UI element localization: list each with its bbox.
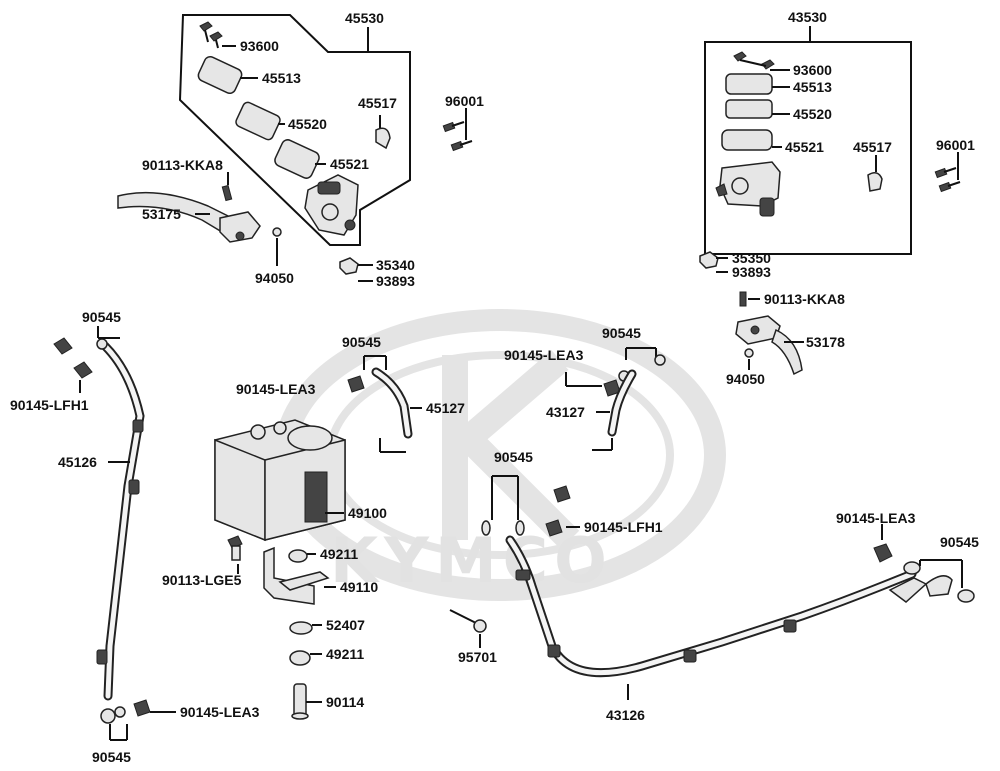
- label-45126: 45126: [58, 454, 97, 470]
- label-90545-left-top: 90545: [82, 309, 121, 325]
- pin-90114: [291, 683, 309, 720]
- label-95701: 95701: [458, 649, 497, 665]
- label-45521-left: 45521: [330, 156, 369, 172]
- label-90145-lea3-left-bottom: 90145-LEA3: [180, 704, 260, 720]
- label-45521-right: 45521: [785, 139, 824, 155]
- label-53178: 53178: [806, 334, 845, 350]
- master-cylinder-body-left: [304, 174, 359, 236]
- screw-93600-right: [733, 51, 775, 70]
- label-45517-left: 45517: [358, 95, 397, 111]
- banjo-bolts-90145-lfh1-middle: [545, 485, 571, 537]
- label-90545-center-right: 90545: [602, 325, 641, 341]
- label-90545-center: 90545: [342, 334, 381, 350]
- nut-94050-left: [272, 227, 282, 237]
- label-45520-right: 45520: [793, 106, 832, 122]
- grommet-49211-a: [288, 549, 308, 563]
- screw-93600-left: [199, 21, 223, 49]
- hose-45126: [96, 341, 145, 701]
- label-49211-a: 49211: [320, 546, 358, 562]
- nut-94050-right: [744, 348, 754, 358]
- label-35350: 35350: [732, 250, 771, 266]
- washers-90545-m: [481, 520, 525, 536]
- master-cylinder-body-right: [715, 161, 781, 217]
- label-94050-right: 94050: [726, 371, 765, 387]
- watermark-text: KYMCO: [330, 524, 613, 597]
- label-35340: 35340: [376, 257, 415, 273]
- label-90114: 90114: [326, 694, 364, 710]
- label-90113-kka8-right: 90113-KKA8: [764, 291, 845, 307]
- label-93600-right: 93600: [793, 62, 832, 78]
- hose-43126: [505, 535, 953, 678]
- right-master-cylinder-group: 43530 93600 45513 45520 45521 45517: [704, 9, 912, 255]
- label-45520-left: 45520: [288, 116, 327, 132]
- left-master-cylinder-group: 45530 93600 45513 45520 45521 45517: [178, 10, 411, 246]
- cap-45513-right: [725, 73, 773, 95]
- switch-35350: [699, 251, 719, 269]
- label-43127: 43127: [546, 404, 585, 420]
- plate-45520-right: [725, 99, 773, 119]
- label-45517-right: 45517: [853, 139, 892, 155]
- bracket-49110: [263, 546, 330, 605]
- label-94050-left: 94050: [255, 270, 294, 286]
- lever-53175: [117, 184, 261, 243]
- lever-53178: [735, 315, 803, 376]
- label-90545-left-bottom: 90545: [92, 749, 131, 765]
- banjo-bolt-90145-lea3-right: [873, 543, 893, 563]
- diaphragm-45521-right: [721, 129, 773, 151]
- label-90145-lfh1-left: 90145-LFH1: [10, 397, 89, 413]
- label-90113-kka8-left: 90113-KKA8: [142, 157, 223, 173]
- label-53175: 53175: [142, 206, 181, 222]
- clamp-45517-left: [375, 127, 391, 150]
- label-93893-left: 93893: [376, 273, 415, 289]
- label-49211-b: 49211: [326, 646, 364, 662]
- label-43530: 43530: [788, 9, 827, 25]
- banjo-bolt-90145-lfh1-left: [53, 337, 93, 379]
- right-kit-outline: [704, 41, 912, 255]
- left-kit-outline: [178, 14, 411, 246]
- hose-43127: [607, 369, 637, 437]
- washers-90545-right: [903, 561, 975, 603]
- label-43126: 43126: [606, 707, 645, 723]
- label-93893-right: 93893: [732, 264, 771, 280]
- bolt-96001-right: [934, 167, 961, 193]
- grommet-49211-b: [289, 650, 311, 666]
- label-90145-lfh1-middle: 90145-LFH1: [584, 519, 663, 535]
- label-90545-middle: 90545: [494, 449, 533, 465]
- bolt-90113-lge5: [227, 535, 243, 561]
- label-45513-left: 45513: [262, 70, 301, 86]
- label-90145-lea3-center-right: 90145-LEA3: [504, 347, 584, 363]
- diaphragm-45521-left: [274, 139, 320, 179]
- label-49100: 49100: [348, 505, 387, 521]
- label-96001-right: 96001: [936, 137, 975, 153]
- abs-unit-49100: [214, 419, 346, 542]
- banjo-lower-left: [100, 699, 151, 724]
- clamp-45517-right: [867, 172, 883, 192]
- label-90145-lea3-center: 90145-LEA3: [236, 381, 316, 397]
- label-96001-left: 96001: [445, 93, 484, 109]
- collar-52407: [289, 621, 313, 635]
- label-52407: 52407: [326, 617, 365, 633]
- label-45513-right: 45513: [793, 79, 832, 95]
- cap-45513-left: [197, 55, 243, 95]
- banjo-bolt-90145-lea3-center: [347, 375, 365, 393]
- bolt-96001-left: [442, 121, 473, 152]
- hose-45127: [371, 367, 413, 439]
- label-49110: 49110: [340, 579, 378, 595]
- switch-35340: [339, 257, 359, 275]
- label-93600-left: 93600: [240, 38, 279, 54]
- screw-90113-kka8-right: [739, 291, 747, 307]
- label-45127: 45127: [426, 400, 465, 416]
- bolt-95701: [449, 609, 487, 633]
- washer-90545-lt: [96, 338, 108, 350]
- label-90145-lea3-right: 90145-LEA3: [836, 510, 916, 526]
- label-90545-right: 90545: [940, 534, 979, 550]
- plate-45520-left: [235, 101, 281, 141]
- label-45530: 45530: [345, 10, 384, 26]
- label-90113-lge5: 90113-LGE5: [162, 572, 242, 588]
